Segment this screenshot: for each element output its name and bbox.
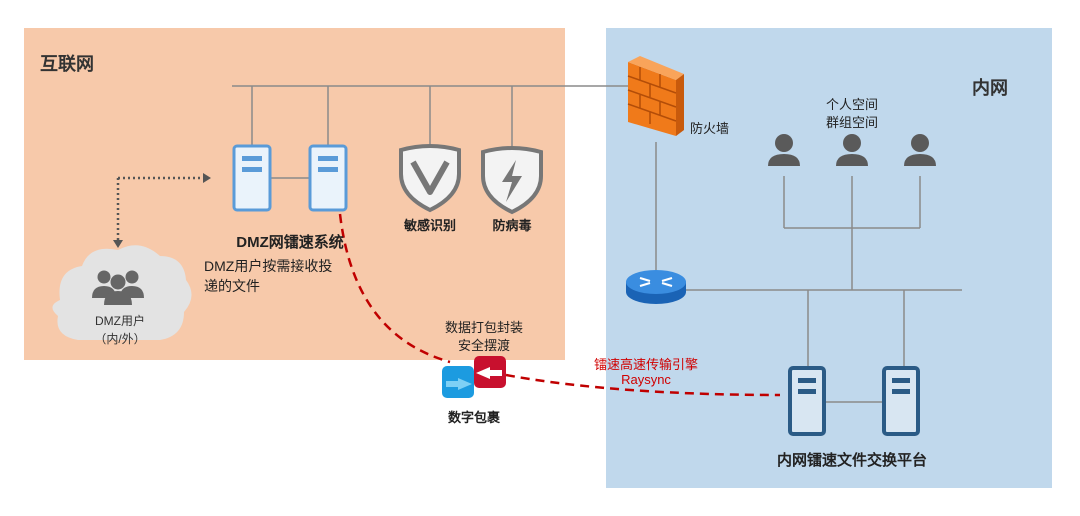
transfer-path-2 [505,373,781,397]
package-note-line1: 数据打包封装 [444,320,524,335]
engine-line2: Raysync [621,372,671,387]
shield-bolt-icon [481,146,543,215]
server-icon [308,144,348,212]
server-icon [232,144,272,212]
user-group-cloud-icon [52,245,192,340]
dmz-system-desc-line2: 递的文件 [204,278,260,294]
server-icon [788,366,826,436]
intranet-zone-title: 内网 [972,78,1008,98]
dmz-system-desc-line1: DMZ用户按需接收投 [204,258,333,274]
router-icon [626,270,686,304]
server-icon [882,366,920,436]
spaces-line1: 个人空间 [825,97,879,112]
antivirus-label: 防病毒 [492,218,532,233]
engine-line1: 镭速高速传输引擎 [593,357,699,372]
firewall-icon [627,56,684,136]
platform-title: 内网镭速文件交换平台 [776,452,928,469]
arrow-down-icon [113,240,123,248]
connection-lines [232,85,962,403]
dmz-user-sublabel: （内/外） [94,332,146,346]
dmz-system-title: DMZ网镭速系统 [236,234,344,251]
transfer-path [338,213,451,364]
shield-check-icon [399,144,461,213]
sensitive-detection-label: 敏感识别 [403,218,457,233]
package-label: 数字包裹 [447,410,501,425]
dmz-user-label: DMZ用户 [95,314,145,328]
spaces-line2: 群组空间 [825,115,879,130]
package-icon [442,356,506,398]
arrow-right-icon [203,173,211,183]
person-icon [768,134,800,166]
internet-zone-title: 互联网 [40,54,94,74]
firewall-label: 防火墙 [690,121,730,136]
package-note-line2: 安全摆渡 [457,338,511,353]
dmz-user-dotted-link [116,176,200,240]
person-icon [836,134,868,166]
person-icon [904,134,936,166]
